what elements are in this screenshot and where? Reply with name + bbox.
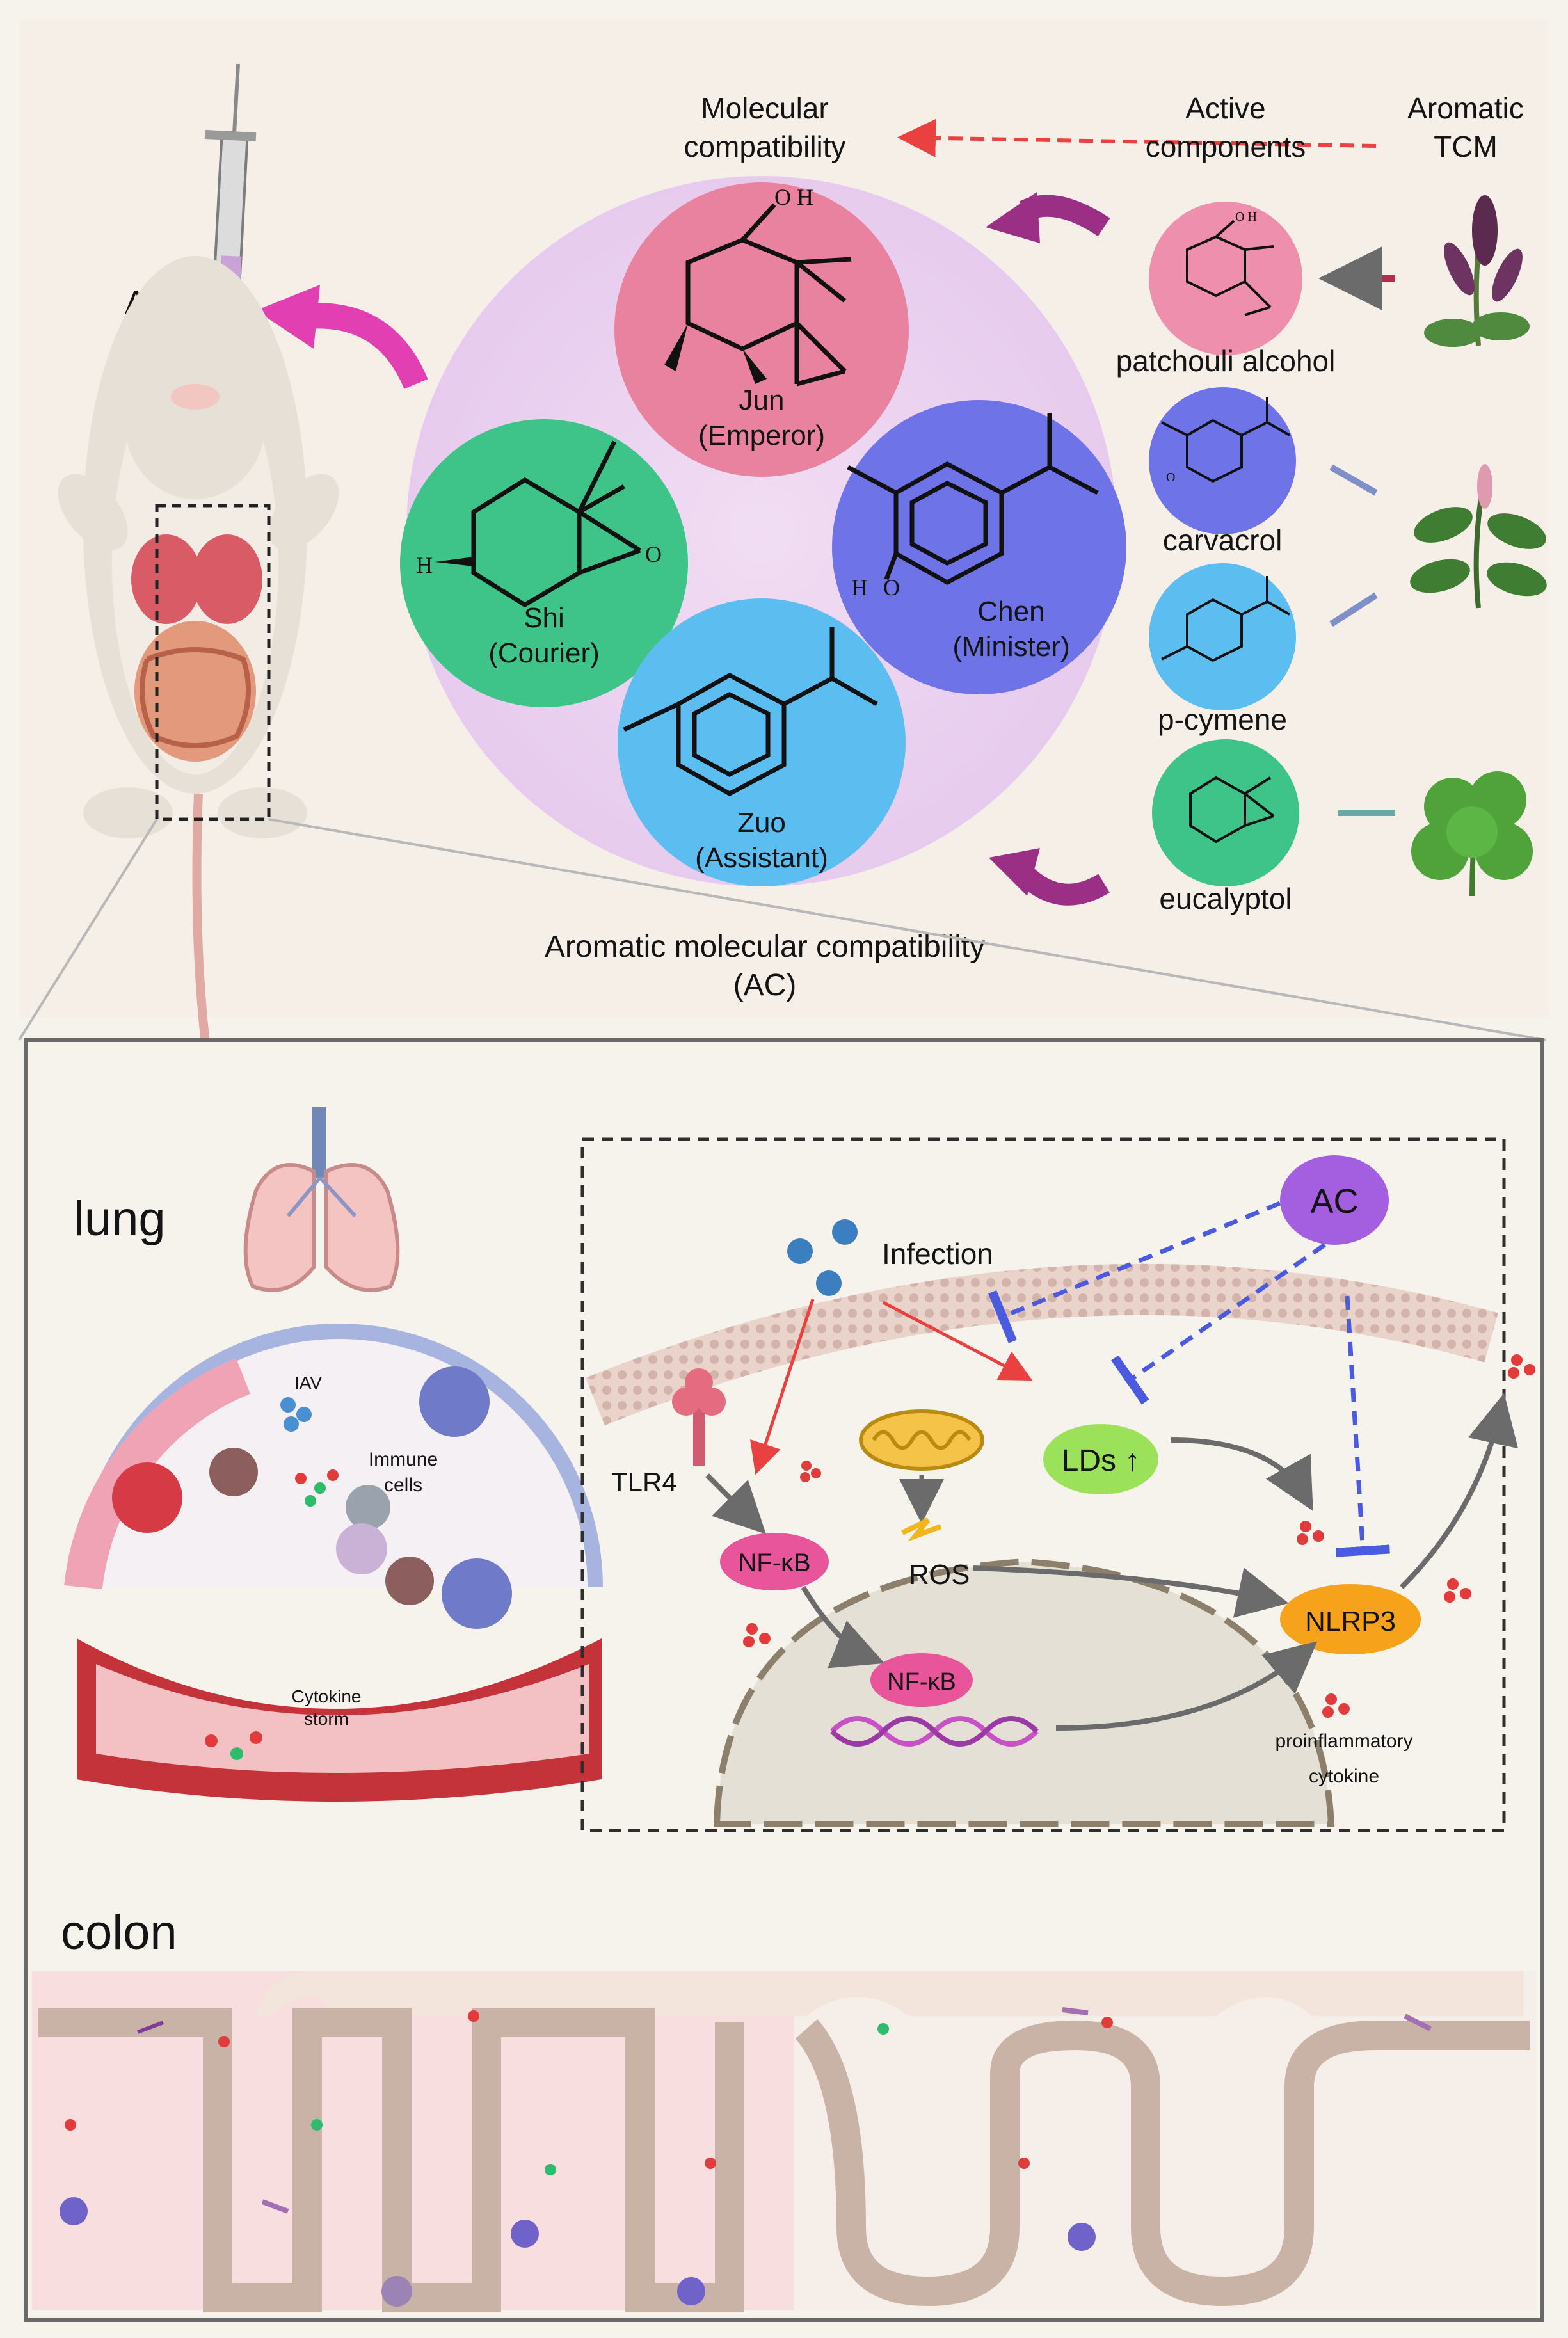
aromatic-tcm-line2: TCM — [1434, 130, 1498, 163]
immune-cells-line1: Immune — [369, 1449, 438, 1470]
jun-role: (Emperor) — [698, 420, 825, 451]
shi-role: (Courier) — [488, 637, 600, 669]
dna-to-nlrp3-arrow — [1055, 1641, 1318, 1731]
virus-icon — [787, 1219, 858, 1296]
lds-node — [1043, 1424, 1158, 1494]
shi-name: Shi — [524, 602, 564, 634]
patchouli-alcohol-label: patchouli alcohol — [1116, 344, 1336, 378]
nfkb-node — [720, 1533, 829, 1590]
plant-eucalyptol-icon — [1411, 771, 1533, 897]
alveolus-illustration — [64, 1324, 603, 1802]
purple-arrow-bottom-icon — [989, 848, 1110, 906]
tlr4-label: TLR4 — [611, 1467, 677, 1497]
ac-title-line2: (AC) — [733, 968, 797, 1002]
ros-label: ROS — [909, 1559, 970, 1590]
plant-patchouli-icon — [1424, 195, 1530, 347]
eucalyptol-label: eucalyptol — [1159, 882, 1292, 915]
eucalyptol-component: eucalyptol — [1152, 739, 1299, 915]
p-cymene-component: p-cymene — [1149, 563, 1296, 736]
zuo-role: (Assistant) — [695, 842, 828, 874]
infection-to-nfkb-arrow — [750, 1299, 815, 1475]
chen-role: (Minister) — [952, 631, 1069, 662]
compatibility-circle — [406, 176, 1117, 886]
purple-arrow-top-icon — [986, 192, 1110, 243]
o-atom-label-shi: O — [645, 541, 662, 567]
p-cymene-label: p-cymene — [1158, 703, 1287, 736]
ros-to-nlrp3-arrow — [972, 1565, 1289, 1618]
lung-title: lung — [74, 1192, 166, 1246]
cytokine-dots — [743, 1354, 1535, 1718]
cytokine-label-line2: cytokine — [1309, 1766, 1379, 1787]
pathway-box — [580, 1137, 1506, 1832]
cytokine-storm-line1: Cytokine — [292, 1686, 362, 1706]
o-atom-label-chen: O — [883, 575, 900, 600]
chen-minister-circle: H O Chen (Minister) — [832, 400, 1126, 694]
lds-label: LDs ↑ — [1062, 1444, 1140, 1478]
jun-name: Jun — [739, 385, 785, 416]
shi-courier-circle: O H Shi (Courier) — [400, 419, 688, 707]
ac-node — [1280, 1155, 1389, 1245]
plant-carvacrol-icon — [1410, 464, 1547, 609]
carvacrol-label: carvacrol — [1163, 524, 1283, 557]
infection-to-membrane-arrow — [882, 1301, 1033, 1381]
inhibit-infection-line — [988, 1201, 1281, 1343]
colon-epithelium — [32, 1971, 1536, 2312]
nlrp3-node — [1280, 1584, 1421, 1654]
zuo-assistant-circle: Zuo (Assistant) — [618, 598, 906, 886]
nlrp3-label: NLRP3 — [1305, 1606, 1396, 1637]
chen-name: Chen — [977, 596, 1044, 627]
tlr4-receptor-icon — [672, 1368, 726, 1466]
inhibit-lds-line — [1111, 1243, 1326, 1405]
o-atom-label-small: O — [1166, 470, 1175, 484]
tlr4-to-nfkb-arrow — [705, 1473, 766, 1534]
mouse-illustration — [58, 256, 339, 1089]
infection-label: Infection — [882, 1237, 993, 1270]
zuo-name: Zuo — [737, 807, 786, 838]
zoom-line-right — [268, 818, 1546, 1041]
oh-atom-label: O H — [774, 184, 813, 210]
nfkb-translocation-arrow — [801, 1585, 885, 1669]
patchouli-alcohol-component: O H patchouli alcohol — [1116, 202, 1336, 378]
inhibit-nlrp3-line — [1336, 1295, 1390, 1557]
ros-spark-icon — [901, 1517, 942, 1542]
iav-label: IAV — [294, 1373, 322, 1393]
oh-atom-label-small: O H — [1235, 210, 1257, 224]
active-components-line1: Active — [1185, 92, 1265, 125]
cytokine-storm-line2: storm — [304, 1709, 349, 1729]
mitochondrion-icon — [859, 1409, 984, 1471]
carvacrol-component: O carvacrol — [1149, 387, 1296, 557]
active-components-line2: components — [1146, 130, 1306, 163]
h-atom-label-shi: H — [416, 552, 433, 578]
nfkb-nucleus-node — [870, 1653, 973, 1707]
nlrp3-release-arrow — [1400, 1393, 1519, 1589]
zoom-line-left — [18, 818, 158, 1041]
ac-node-label: AC — [1310, 1182, 1358, 1221]
h-atom-label-chen: H — [851, 575, 868, 600]
colon-title: colon — [61, 1905, 177, 1960]
ac-title-line1: Aromatic molecular compatibility — [545, 930, 985, 964]
dashed-red-arrow — [897, 118, 1377, 157]
molecular-compatibility-line1: Molecular — [701, 92, 828, 125]
cytokine-label-line1: proinflammatory — [1275, 1731, 1412, 1752]
lds-nlrp3-arrow — [1171, 1437, 1313, 1511]
pink-arrow-icon — [256, 285, 428, 390]
nfkb-nucleus-label: NF-κB — [887, 1669, 956, 1695]
lungs-icon — [243, 1107, 400, 1292]
immune-cells-line2: cells — [384, 1475, 422, 1496]
jun-emperor-circle: O H Jun (Emperor) — [614, 182, 909, 477]
plant-arrows — [1318, 246, 1395, 816]
aromatic-tcm-line1: Aromatic — [1407, 92, 1523, 125]
nfkb-label: NF-κB — [738, 1549, 810, 1577]
molecular-compatibility-line2: compatibility — [684, 130, 845, 163]
